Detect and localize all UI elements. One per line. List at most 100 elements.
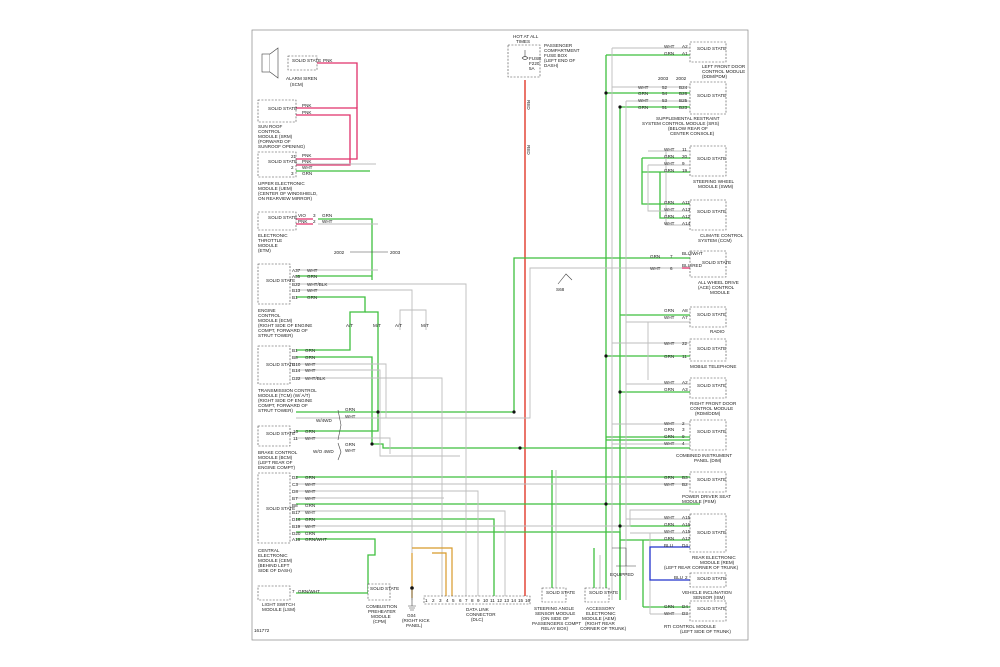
ccm-pin: A12 <box>682 214 691 219</box>
ecm-line: STRUT TOWER) <box>258 333 293 338</box>
pdsm-pin: B3 <box>682 475 688 480</box>
srs-pin: B26 <box>679 91 688 96</box>
sunroof-line: CONTROL <box>258 129 281 134</box>
ground-g04: G04 (RIGHT KICK PANEL) <box>402 590 431 628</box>
uem-pin: 2 <box>291 165 294 170</box>
awd-pin: 7 <box>670 254 673 259</box>
phone-wire: WHT <box>664 341 675 346</box>
dlc-line: CONNECTOR <box>466 612 496 617</box>
tcm-module: SOLID STATE TRANSMISSION CONTROL MODULE … <box>257 345 326 413</box>
cem-pins: D2 C3 D8 B7 B8 B17 D16 B19 D20 A16 GRN W… <box>292 475 327 542</box>
dlc-pin: 2 <box>432 598 435 603</box>
rfdcm-wire: GRN <box>664 387 674 392</box>
pink-harness <box>296 62 358 225</box>
bcm-module: SOLID STATE BRAKE CONTROL MODULE (BCM) (… <box>257 407 356 470</box>
etm-out: GRN <box>322 213 332 218</box>
rem-wire: WHT <box>664 515 675 520</box>
tcm-pin: D10 <box>292 362 301 367</box>
swm-wire: WHT <box>664 161 675 166</box>
junction-dots <box>370 91 622 590</box>
swm-pin: 9 <box>682 161 685 166</box>
rem-line: (LEFT REAR CORNER OF TRUNK) <box>664 565 739 570</box>
rem-line: REAR ELECTRONIC <box>692 555 736 560</box>
rti-wire: WHT <box>664 611 675 616</box>
ecm-wire: WHT/BLK <box>307 282 328 287</box>
vis-wire: BLU <box>674 575 683 580</box>
rfdcm-line: (RDM/DDM) <box>695 411 721 416</box>
at-label: A/T <box>346 323 353 328</box>
bcm-variant: W/O 4WD <box>313 449 334 454</box>
pdsm-wire: GRN <box>664 475 674 480</box>
fuse-hot: HOT AT ALL <box>513 34 539 39</box>
awd-line: (ACE) CONTROL <box>698 285 735 290</box>
dlc-line: DATA LINK <box>466 607 490 612</box>
rti-wire: GRN <box>664 604 674 609</box>
bcm-wire: GRN <box>305 429 315 434</box>
green-can-bus <box>296 54 700 608</box>
fuse-icon <box>521 56 529 60</box>
awd-box: SOLID STATE <box>702 260 731 265</box>
sunroof-line: (FORWARD OF <box>258 139 291 144</box>
phone-pin: 11 <box>682 354 687 359</box>
etm-wire: VIO <box>298 213 306 218</box>
etm-box: SOLID STATE <box>268 215 297 220</box>
tcm-line: STRUT TOWER) <box>258 408 293 413</box>
swm-line: MODULE (SWM) <box>698 184 734 189</box>
swm-module: SOLID STATE 11 20 9 19 WHT GRN WHT GRN S… <box>664 145 735 189</box>
cpm-line: (CPM) <box>373 619 387 624</box>
ecm-wire: GRN <box>307 295 317 300</box>
aem-line: CORNER OF TRUNK) <box>580 626 627 631</box>
uem-wire: PNK <box>302 159 312 164</box>
rem-pin: A17 <box>682 536 691 541</box>
ccm-line: SYSTEM (CCM) <box>698 238 732 243</box>
cem-pin: A16 <box>292 537 301 542</box>
rfdcm-pin: A3 <box>682 387 688 392</box>
bcm-pin: 11 <box>293 436 298 441</box>
ecm-line: (RIGHT SIDE OF ENGINE <box>258 323 312 328</box>
cem-line: CENTRAL <box>258 548 280 553</box>
bcm-wire: WHT <box>345 414 356 419</box>
lsm-line: LIGHT SWITCH <box>262 602 295 607</box>
year-label: 2003 <box>390 250 401 255</box>
tcm-line: TRANSMISSION CONTROL <box>258 388 317 393</box>
sasm-line: PASSENGERS COMPT <box>532 621 581 626</box>
aem-line: MODULE (AEM) <box>582 616 616 621</box>
lsm-module: LIGHT SWITCH MODULE (LSM) 7 GRN/WHT <box>257 585 320 612</box>
tcm-pin: B8 <box>292 355 298 360</box>
rfdcm-box: SOLID STATE <box>697 383 726 388</box>
pdsm-wire: WHT <box>664 482 675 487</box>
awd-line: MODULE <box>710 290 730 295</box>
srs-pin: 54 <box>662 91 668 96</box>
ecm-line: MODULE (ECM) <box>258 318 293 323</box>
fuse-desc: FUSE BOX <box>544 53 567 58</box>
year-label: 2002 <box>334 250 345 255</box>
white-can-bus <box>296 47 700 615</box>
ground-id: G04 <box>407 613 416 618</box>
radio-wire: WHT <box>664 315 675 320</box>
ecm-wire: WHT <box>307 288 318 293</box>
lfdcm-module: SOLID STATE A2 A1 WHT GRN LEFT FRONT DOO… <box>664 41 746 79</box>
ecm-pin: A55 <box>292 274 301 279</box>
dlc-pin: 6 <box>459 598 462 603</box>
ecm-pin: B1 <box>292 295 298 300</box>
radio-line: RADIO <box>710 329 725 334</box>
lsm-line: MODULE (LSM) <box>262 607 296 612</box>
rfdcm-line: RIGHT FRONT DOOR <box>690 401 737 406</box>
fuse-box-label: FUSE <box>529 56 541 61</box>
rti-pin: D4 <box>682 604 688 609</box>
cem-pin: B8 <box>292 503 298 508</box>
uem-wire: GRN <box>302 171 312 176</box>
mt-label: M/T <box>421 323 429 328</box>
cem-line: (BEHIND LEFT <box>258 563 290 568</box>
fuse-box: HOT AT ALL TIMES FUSE F220 5A PASSENGER … <box>507 34 580 155</box>
aem-module: SOLID STATE ACCESSORY ELECTRONIC MODULE … <box>580 587 627 631</box>
cem-wire: WHT <box>305 496 316 501</box>
bcm-wire: GRN <box>345 442 355 447</box>
ccm-box: SOLID STATE <box>697 209 726 214</box>
sasm-line: SENSOR MODULE <box>535 611 575 616</box>
lsm-wire: GRN/WHT <box>298 589 320 594</box>
dlc-line: (DLC) <box>471 617 484 622</box>
awd-out: BLU/WHT <box>682 251 703 256</box>
ccm-wire: WHT <box>664 207 675 212</box>
dlc-pin: 16 <box>525 598 531 603</box>
